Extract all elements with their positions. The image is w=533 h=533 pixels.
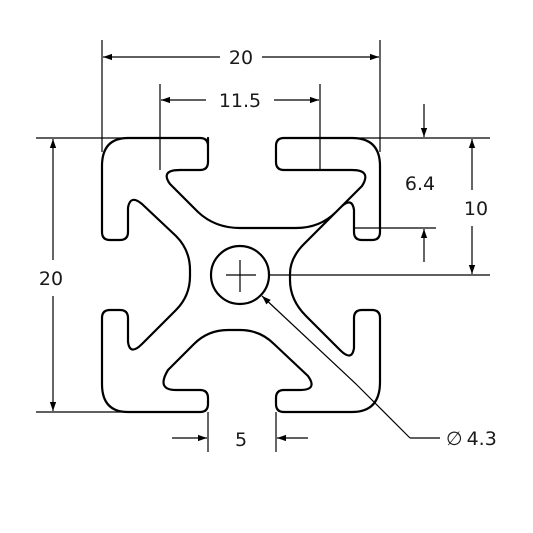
- bore-diameter-value: 4.3: [467, 428, 497, 450]
- dim-overall-width: 20: [229, 47, 253, 69]
- diameter-symbol: ∅: [446, 428, 463, 450]
- dim-bore-diameter: ∅4.3: [446, 428, 497, 450]
- dim-overall-height: 20: [39, 268, 63, 290]
- dim-slot-width-outer: 11.5: [219, 90, 261, 112]
- dim-half-height: 10: [464, 198, 488, 220]
- profile-outline: [100, 136, 382, 414]
- bore-leader-line: [261, 295, 411, 439]
- dim-slot-depth: 6.4: [405, 173, 435, 195]
- dim-slot-opening: 5: [235, 429, 247, 451]
- center-bore: [209, 244, 271, 306]
